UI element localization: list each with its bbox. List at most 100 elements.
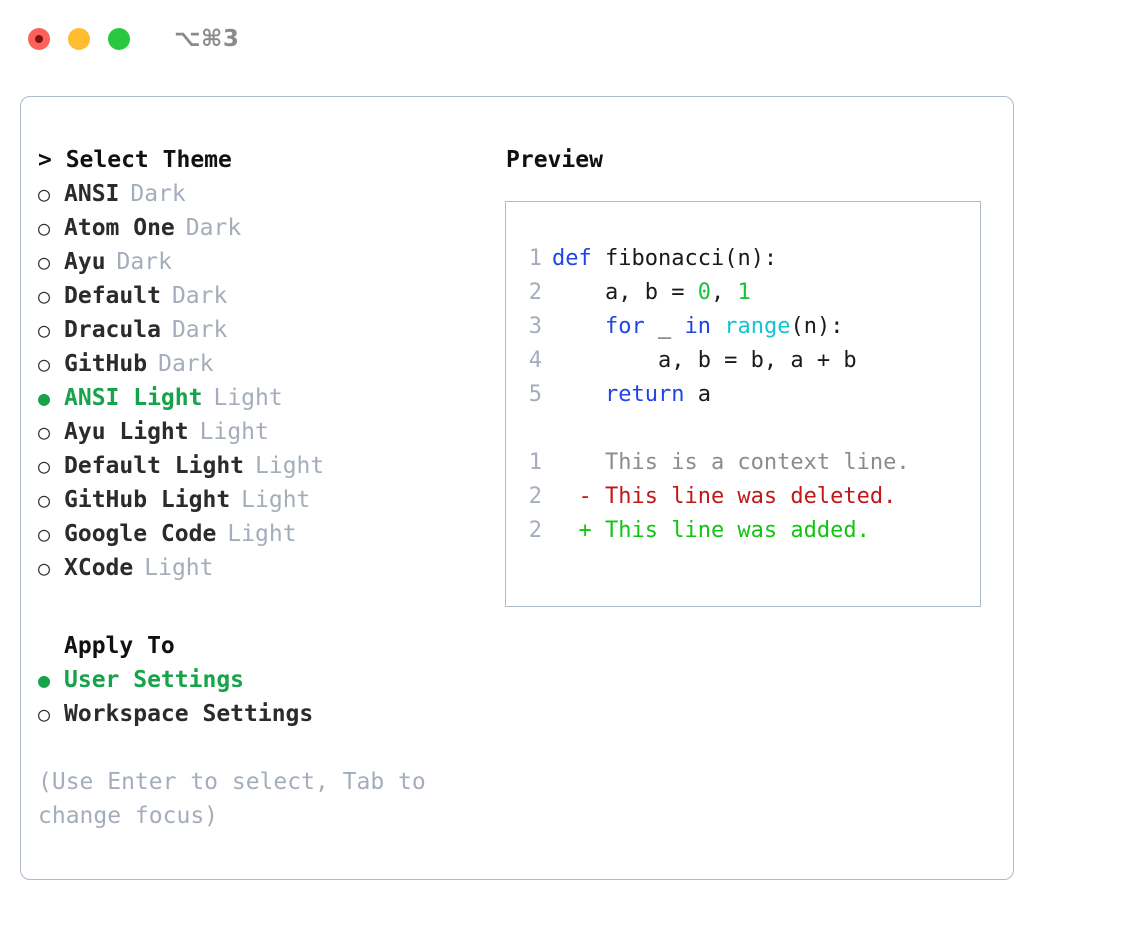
radio-unselected-icon: ○: [38, 454, 51, 478]
theme-option-label: Atom One: [64, 215, 175, 241]
radio-selected-icon: ●: [38, 386, 51, 410]
diff-context-line: 1 This is a context line.: [518, 446, 980, 480]
diff-sign: [552, 446, 605, 480]
radio-unselected-icon: ○: [38, 284, 51, 308]
theme-option-label: Dracula: [64, 317, 161, 343]
theme-option-label: ANSI: [64, 181, 120, 207]
radio-unselected-icon: ○: [38, 318, 51, 342]
code-text: fibonacci(n):: [591, 246, 778, 271]
radio-unselected-icon: ○: [38, 556, 51, 580]
theme-option-kind: Dark: [130, 181, 186, 207]
code-keyword: for: [604, 314, 645, 339]
theme-option-kind: Dark: [158, 351, 214, 377]
select-theme-header: > Select Theme: [38, 147, 232, 173]
code-line-number: 3: [528, 314, 542, 339]
theme-option-kind: Dark: [116, 249, 172, 275]
code-text: (n):: [790, 314, 844, 339]
apply-to-option-label: User Settings: [64, 667, 245, 693]
code-line-number: 1: [528, 246, 542, 271]
theme-option-label: Default Light: [64, 453, 245, 479]
theme-option[interactable]: ○ ANSI Dark: [38, 177, 503, 211]
radio-unselected-icon: ○: [38, 182, 51, 206]
list-gap: [38, 585, 503, 629]
theme-option[interactable]: ○ Ayu Light Light: [38, 415, 503, 449]
code-text: _: [644, 314, 685, 339]
radio-unselected-icon: ○: [38, 352, 51, 376]
minimize-button-icon[interactable]: [68, 28, 90, 50]
hint-gap: [38, 731, 503, 765]
traffic-lights: [28, 28, 130, 50]
theme-option-label: GitHub: [64, 351, 148, 377]
apply-to-option[interactable]: ● User Settings: [38, 663, 503, 697]
radio-unselected-icon: ○: [38, 702, 51, 726]
code-line: 2 a, b = 0, 1: [518, 276, 980, 310]
theme-option[interactable]: ○ Dracula Dark: [38, 313, 503, 347]
theme-option[interactable]: ○ Google Code Light: [38, 517, 503, 551]
apply-to-list[interactable]: ● User Settings ○ Workspace Settings: [38, 663, 503, 731]
theme-option[interactable]: ○ Ayu Dark: [38, 245, 503, 279]
radio-unselected-icon: ○: [38, 420, 51, 444]
apply-to-option[interactable]: ○ Workspace Settings: [38, 697, 503, 731]
code-text: [552, 310, 605, 344]
apply-to-option-label: Workspace Settings: [64, 701, 314, 727]
theme-option-label: ANSI Light: [64, 385, 203, 411]
diff-sample: 1 This is a context line.2 - This line w…: [518, 446, 980, 548]
theme-option-label: Default: [64, 283, 161, 309]
keyboard-hint: (Use Enter to select, Tab to change focu…: [38, 769, 426, 829]
theme-option-kind: Light: [213, 385, 283, 411]
radio-unselected-icon: ○: [38, 522, 51, 546]
theme-option-label: Google Code: [64, 521, 217, 547]
theme-option-label: GitHub Light: [64, 487, 231, 513]
code-text: a, b = b, a + b: [552, 348, 857, 373]
theme-option-kind: Dark: [171, 317, 228, 343]
diff-deleted-line: 2 - This line was deleted.: [518, 480, 980, 514]
theme-option-kind: Light: [144, 555, 214, 581]
theme-option-kind: Light: [199, 419, 269, 445]
diff-text: This line was added.: [604, 518, 870, 543]
radio-selected-icon: ●: [38, 668, 51, 692]
diff-line-number: 1: [528, 450, 542, 475]
code-diff-gap: [518, 412, 980, 446]
code-keyword: return: [604, 382, 685, 407]
code-line: 5 return a: [518, 378, 980, 412]
code-number: 0: [697, 280, 711, 305]
radio-unselected-icon: ○: [38, 250, 51, 274]
theme-option[interactable]: ○ GitHub Dark: [38, 347, 503, 381]
code-function: range: [724, 314, 791, 339]
theme-option-label: Ayu: [64, 249, 106, 275]
diff-text: This is a context line.: [604, 450, 910, 475]
theme-option-label: Ayu Light: [64, 419, 189, 445]
preview-title: Preview: [506, 147, 603, 173]
code-line: 4 a, b = b, a + b: [518, 344, 980, 378]
theme-option[interactable]: ○ Default Dark: [38, 279, 503, 313]
maximize-button-icon[interactable]: [108, 28, 130, 50]
theme-option-kind: Light: [227, 521, 297, 547]
close-button-icon[interactable]: [28, 28, 50, 50]
code-keyword: in: [684, 314, 711, 339]
code-text: a, b =: [552, 280, 698, 305]
radio-unselected-icon: ○: [38, 216, 51, 240]
code-text: ,: [710, 280, 738, 305]
theme-option-kind: Dark: [171, 283, 228, 309]
theme-option[interactable]: ○ Default Light Light: [38, 449, 503, 483]
code-line-number: 4: [528, 348, 542, 373]
theme-option-kind: Light: [255, 453, 325, 479]
code-line: 3 for _ in range(n):: [518, 310, 980, 344]
diff-sign: -: [552, 484, 605, 509]
diff-line-number: 2: [528, 518, 542, 543]
code-number: 1: [737, 280, 751, 305]
theme-option-kind: Light: [241, 487, 311, 513]
code-text: [711, 310, 724, 344]
theme-option[interactable]: ● ANSI Light Light: [38, 381, 503, 415]
title-bar: ⌥⌘3: [0, 0, 1140, 78]
